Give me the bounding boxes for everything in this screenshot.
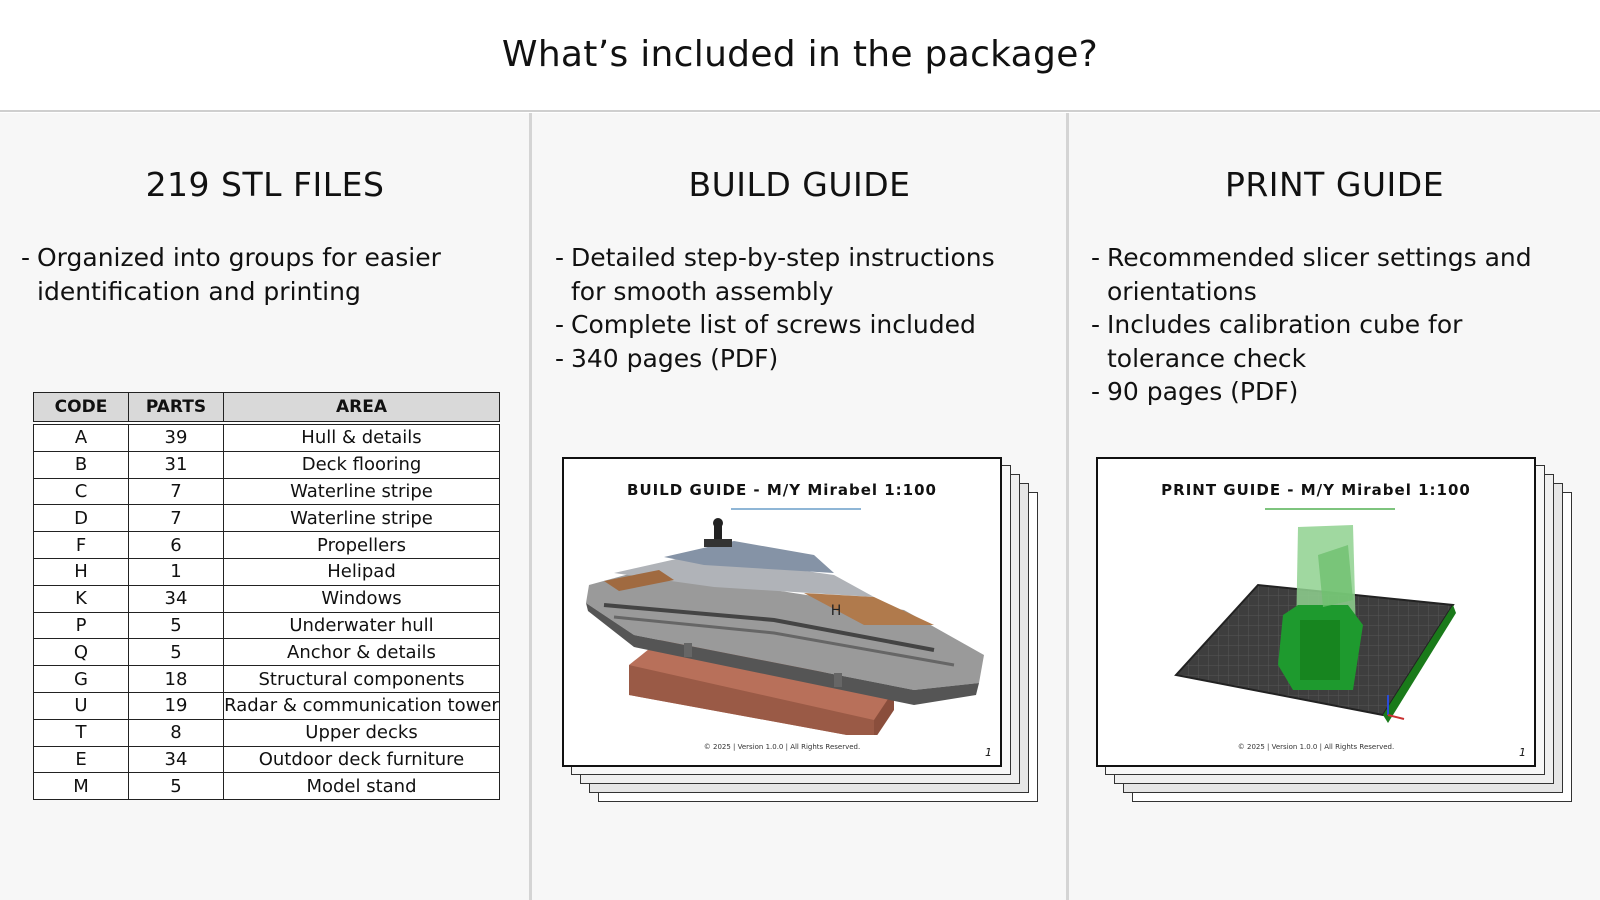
cell-area: Upper decks: [223, 718, 500, 747]
print-guide-document-stack: PRINT GUIDE - M/Y Mirabel 1:100: [1096, 457, 1572, 802]
cell-parts: 18: [128, 665, 224, 693]
cell-parts: 34: [128, 745, 224, 774]
title-underline: [731, 508, 861, 510]
cell-code: M: [33, 772, 129, 801]
cell-code: C: [33, 477, 129, 506]
stl-files-bullets: Organized into groups for easier identif…: [21, 241, 501, 308]
cell-parts: 8: [128, 718, 224, 747]
bullet-item: Complete list of screws included: [555, 308, 1025, 342]
column-divider: [1066, 113, 1069, 900]
cell-area: Propellers: [223, 531, 500, 559]
bullet-item: Recommended slicer settings and orientat…: [1091, 241, 1576, 308]
svg-text:H: H: [831, 603, 842, 619]
cell-area: Anchor & details: [223, 638, 500, 667]
bullet-item: Detailed step-by-step instructions for s…: [555, 241, 1025, 308]
cell-area: Waterline stripe: [223, 477, 500, 506]
cell-code: U: [33, 691, 129, 720]
cell-parts: 1: [128, 557, 224, 586]
cell-code: G: [33, 665, 129, 693]
cell-parts: 6: [128, 531, 224, 559]
document-footer: © 2025 | Version 1.0.0 | All Rights Rese…: [1237, 743, 1395, 751]
cell-parts: 5: [128, 638, 224, 667]
cell-code: K: [33, 584, 129, 613]
page-title: What’s included in the package?: [501, 34, 1099, 75]
stl-files-title: 219 STL FILES: [145, 165, 385, 204]
build-guide-cover-page: BUILD GUIDE - M/Y Mirabel 1:100: [562, 457, 1002, 767]
build-guide-title: BUILD GUIDE: [688, 165, 911, 204]
page-number: 1: [985, 746, 992, 759]
cell-code: H: [33, 557, 129, 586]
panels: 219 STL FILES Organized into groups for …: [0, 113, 1600, 900]
build-guide-panel: BUILD GUIDE Detailed step-by-step instru…: [532, 113, 1067, 900]
cell-code: P: [33, 611, 129, 640]
cell-area: Model stand: [223, 772, 500, 801]
column-header-parts: PARTS: [128, 392, 224, 422]
column-divider: [529, 113, 532, 900]
cell-area: Outdoor deck furniture: [223, 745, 500, 774]
cell-code: D: [33, 504, 129, 533]
cell-parts: 5: [128, 611, 224, 640]
cell-area: Hull & details: [223, 424, 500, 452]
cell-area: Helipad: [223, 557, 500, 586]
bullet-item: Organized into groups for easier identif…: [21, 241, 501, 308]
slicer-build-plate-illustration: [1174, 525, 1456, 723]
column-header-code: CODE: [33, 392, 129, 422]
cell-code: A: [33, 424, 129, 452]
print-guide-panel: PRINT GUIDE Recommended slicer settings …: [1069, 113, 1600, 900]
table-header-row: CODE PARTS AREA: [33, 392, 500, 422]
cell-area: Deck flooring: [223, 450, 500, 479]
print-guide-title: PRINT GUIDE: [1224, 165, 1445, 204]
stl-files-panel: 219 STL FILES Organized into groups for …: [0, 113, 530, 900]
cell-parts: 5: [128, 772, 224, 801]
cell-parts: 39: [128, 424, 224, 452]
cell-area: Radar & communication tower: [223, 691, 500, 720]
bullet-item: 340 pages (PDF): [555, 342, 1025, 376]
print-guide-bullets: Recommended slicer settings and orientat…: [1091, 241, 1576, 409]
cell-parts: 19: [128, 691, 224, 720]
print-guide-doc-title: PRINT GUIDE - M/Y Mirabel 1:100: [1161, 481, 1471, 499]
cell-area: Windows: [223, 584, 500, 613]
page-number: 1: [1519, 746, 1526, 759]
bullet-item: Includes calibration cube for tolerance …: [1091, 308, 1576, 375]
build-guide-document-stack: BUILD GUIDE - M/Y Mirabel 1:100: [562, 457, 1038, 802]
cell-parts: 34: [128, 584, 224, 613]
cell-code: E: [33, 745, 129, 774]
cell-parts: 7: [128, 504, 224, 533]
print-guide-cover-page: PRINT GUIDE - M/Y Mirabel 1:100: [1096, 457, 1536, 767]
cell-code: B: [33, 450, 129, 479]
cell-code: Q: [33, 638, 129, 667]
build-guide-doc-title: BUILD GUIDE - M/Y Mirabel 1:100: [627, 481, 937, 499]
cell-parts: 31: [128, 450, 224, 479]
document-footer: © 2025 | Version 1.0.0 | All Rights Rese…: [703, 743, 861, 751]
cell-area: Waterline stripe: [223, 504, 500, 533]
build-guide-bullets: Detailed step-by-step instructions for s…: [555, 241, 1025, 375]
cell-area: Structural components: [223, 665, 500, 693]
title-underline: [1265, 508, 1395, 510]
bullet-item: 90 pages (PDF): [1091, 375, 1576, 409]
cell-code: T: [33, 718, 129, 747]
cell-parts: 7: [128, 477, 224, 506]
yacht-model-illustration: H: [586, 518, 984, 735]
cell-area: Underwater hull: [223, 611, 500, 640]
column-header-area: AREA: [223, 392, 500, 422]
cell-code: F: [33, 531, 129, 559]
header: What’s included in the package?: [0, 0, 1600, 112]
